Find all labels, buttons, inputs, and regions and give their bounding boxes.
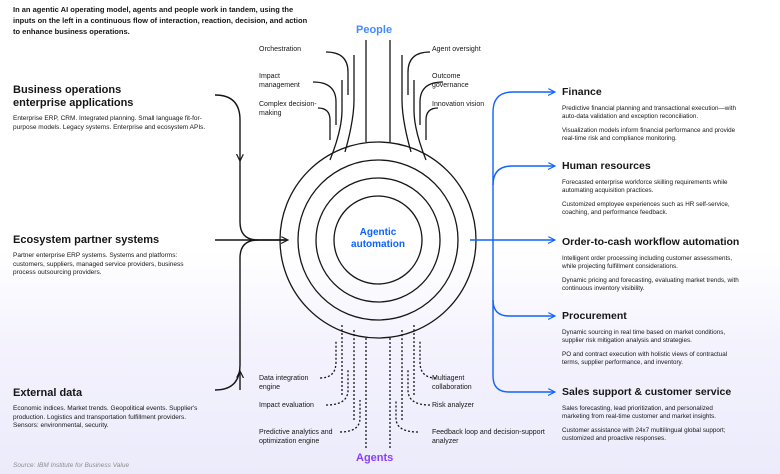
output-desc: Intelligent order processing including c… [562,255,733,270]
output-title: Order-to-cash workflow automation [562,236,740,248]
people-channels [312,40,444,161]
source-note: Source: IBM Institute for Business Value [13,462,130,469]
intro-text: In an agentic AI operating model, agents… [13,5,308,36]
people-label: People [356,24,393,36]
input-desc: Partner enterprise ERP systems. Systems … [13,252,184,276]
input-title: External data [13,387,83,399]
input-title: Ecosystem partner systems [13,234,160,246]
output-desc: Visualization models inform financial pe… [562,127,736,142]
people-role-orchestration: Orchestration [259,46,302,53]
people-role-innovation-vision: Innovation vision [432,101,485,108]
concentric-rings [279,141,477,339]
output-connector-sales [492,300,554,392]
output-title: Human resources [562,160,651,172]
output-desc: Forecasted enterprise workforce skilling… [562,179,728,194]
input-connector-business-ops-2 [239,160,285,241]
input-title: Business operations enterprise applicati… [13,84,134,109]
agents-label: Agents [356,452,394,464]
agent-role-risk-analyzer: Risk analyzer [432,402,475,409]
output-desc: Dynamic sourcing in real time based on m… [562,329,726,344]
agent-channels [319,324,437,450]
input-connectors [214,94,287,391]
output-finance: Finance Predictive financial planning an… [562,86,772,143]
output-order-to-cash: Order-to-cash workflow automation Intell… [562,236,772,293]
input-business-operations: Business operations enterprise applicati… [13,84,208,132]
input-desc: Economic indices. Market trends. Geopoli… [13,405,198,429]
people-role-agent-oversight: Agent oversight [432,46,481,53]
output-sales-support: Sales support & customer service Sales f… [562,386,772,443]
output-human-resources: Human resources Forecasted enterprise wo… [562,160,772,217]
output-connector-hr [492,166,554,186]
agent-role-impact-evaluation: Impact evaluation [259,402,314,409]
output-connector-procurement [492,240,554,316]
input-ecosystem-partner: Ecosystem partner systems Partner enterp… [13,234,208,278]
output-desc: Customer assistance with 24x7 multilingu… [562,427,726,442]
output-title: Sales support & customer service [562,386,732,398]
output-connector-finance [492,92,554,240]
input-external-data: External data Economic indices. Market t… [13,387,208,431]
agent-role-predictive-analytics: Predictive analytics and optimization en… [259,429,333,445]
input-connector-business-ops [214,94,240,160]
people-role-outcome-governance: Outcome governance [432,73,469,89]
output-title: Procurement [562,310,627,322]
output-title: Finance [562,86,602,98]
output-desc: Predictive financial planning and transa… [562,105,736,120]
output-desc: Sales forecasting, lead prioritization, … [562,405,716,420]
center-label: Agentic automation [351,227,405,250]
agent-role-feedback-loop: Feedback loop and decision-support analy… [432,429,545,445]
input-desc: Enterprise ERP, CRM. Integrated planning… [13,115,206,131]
output-procurement: Procurement Dynamic sourcing in real tim… [562,310,772,367]
agent-role-multiagent: Multiagent collaboration [432,375,472,391]
output-desc: Dynamic pricing and forecasting, evaluat… [562,277,739,292]
output-desc: Customized employee experiences such as … [562,201,730,216]
output-connectors [470,92,554,392]
input-connector-external [214,239,259,391]
agent-role-data-integration: Data integration engine [259,375,309,391]
output-desc: PO and contract execution with holistic … [562,351,728,366]
people-role-complex-decision: Complex decision-making [259,101,317,117]
people-role-impact-management: Impact management [259,73,300,89]
